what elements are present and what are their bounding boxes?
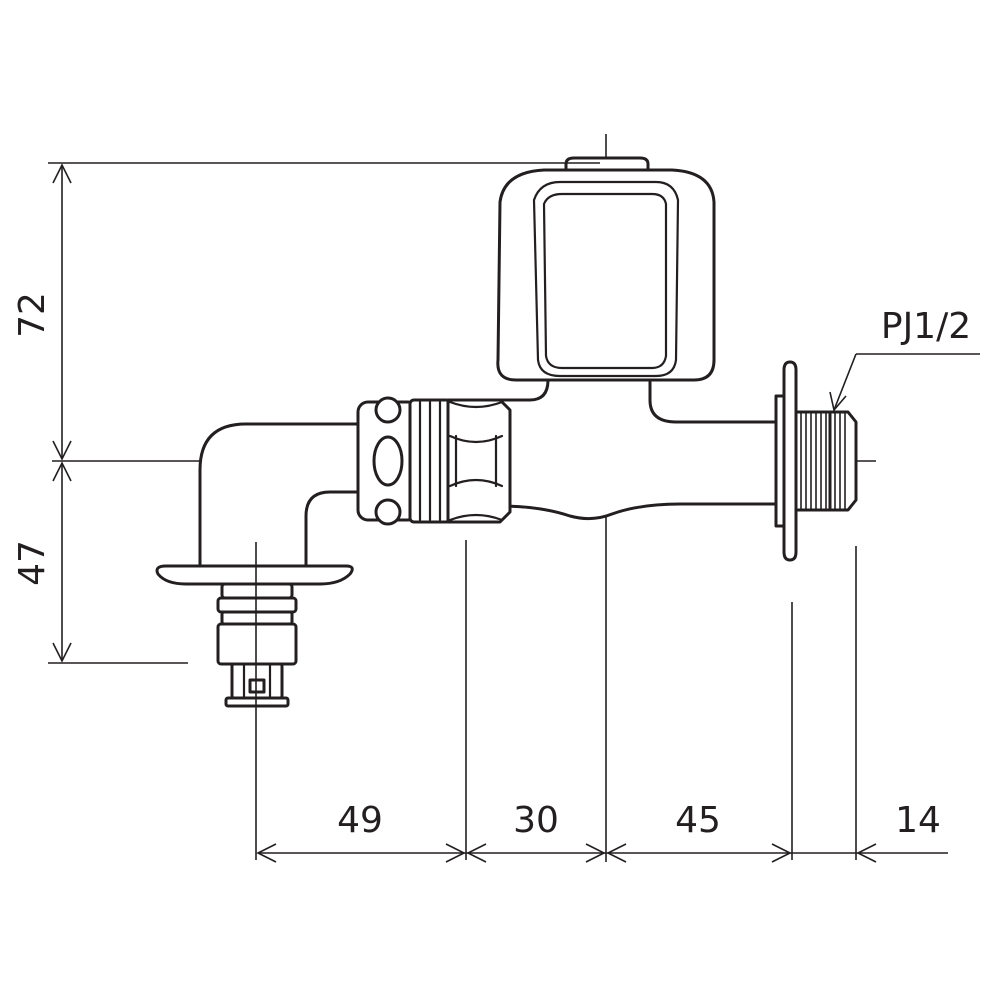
arrow-45-left <box>606 843 627 863</box>
arrow-49-right <box>445 843 466 863</box>
dim-label-30: 30 <box>513 800 559 841</box>
horizontal-dimensions: 49 30 45 14 <box>255 540 948 863</box>
leader-line-diagonal <box>833 353 857 411</box>
handle <box>496 156 716 382</box>
arrow-45-right <box>771 843 792 863</box>
body-tube <box>498 374 788 521</box>
dim-label-14: 14 <box>895 800 941 841</box>
spout-flange <box>155 564 354 586</box>
arrow-14-left <box>856 843 877 863</box>
arrow-49-left <box>256 843 277 863</box>
faucet-body <box>155 156 858 708</box>
hex-nut <box>446 398 512 524</box>
elbow-spout <box>198 422 362 570</box>
arrow-72-top <box>52 163 72 184</box>
arrow-47-bottom <box>52 642 72 663</box>
dim-label-45: 45 <box>675 800 721 841</box>
dim-label-47: 47 <box>12 540 53 586</box>
thread-callout: PJ1/2 <box>829 306 980 412</box>
threaded-end <box>794 410 858 512</box>
arrow-47-top <box>52 461 72 482</box>
wall-flange <box>782 360 798 562</box>
dim-label-72: 72 <box>12 292 53 338</box>
vertical-dimensions: 72 47 <box>12 162 600 664</box>
arrow-30-left <box>466 843 487 863</box>
spout-fitting <box>216 582 298 708</box>
dim-label-49: 49 <box>337 800 383 841</box>
union-ring <box>356 396 452 526</box>
thread-label: PJ1/2 <box>881 306 971 347</box>
arrow-72-bottom <box>52 440 72 461</box>
leader-arrow <box>829 391 847 412</box>
arrow-30-right <box>585 843 606 863</box>
wall-flange-collar <box>774 394 786 528</box>
